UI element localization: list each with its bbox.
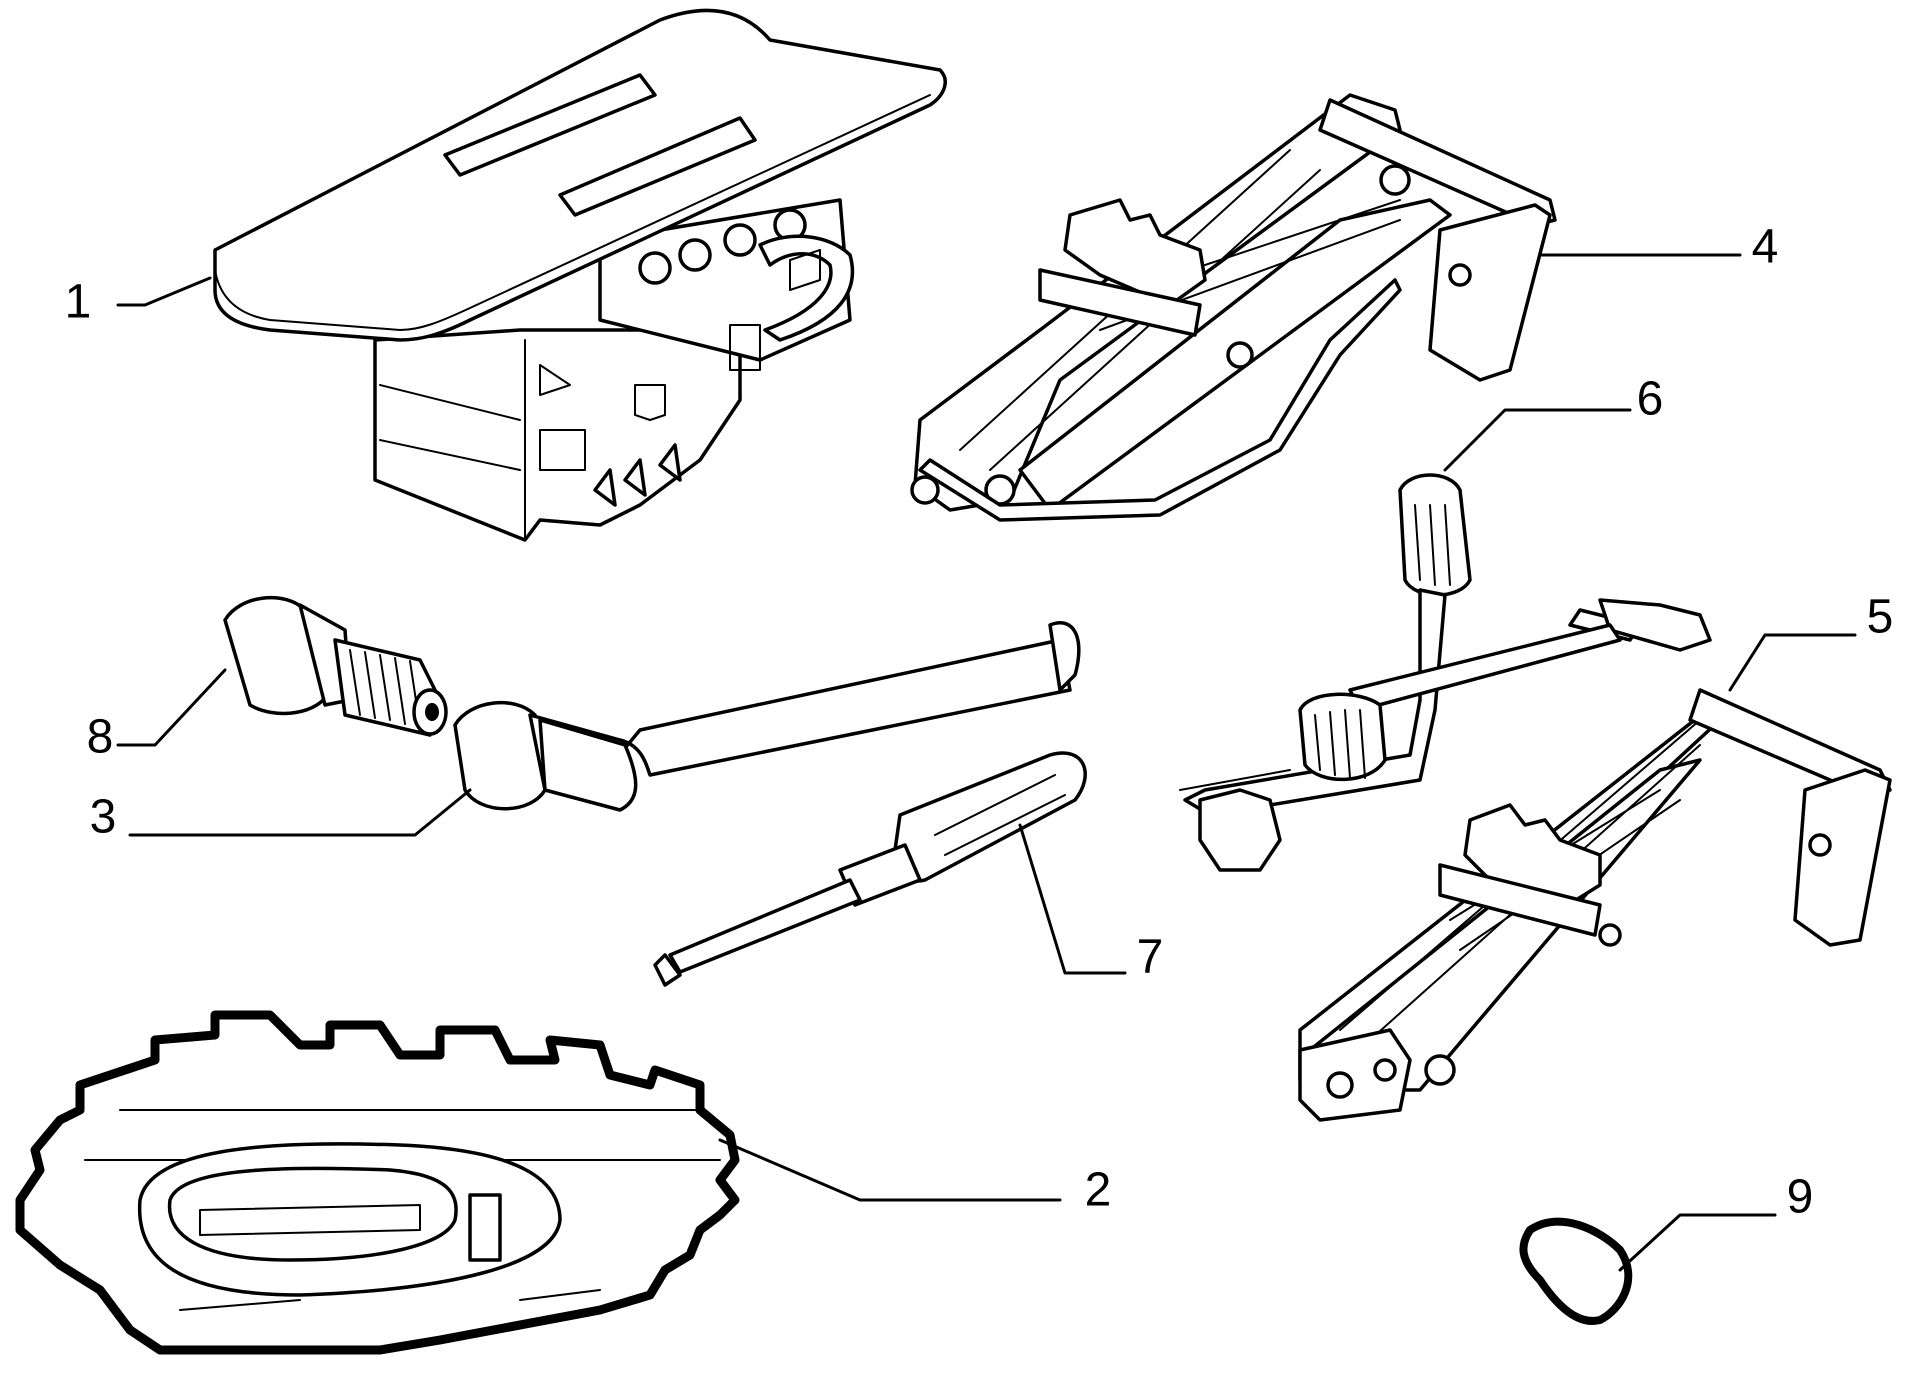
callout-5: 5 [1867,591,1894,644]
leader-3 [128,788,472,837]
callout-7: 7 [1137,931,1164,984]
callout-9: 9 [1787,1171,1814,1224]
leader-5 [1728,633,1857,692]
callout-8: 8 [87,711,114,764]
part-retaining-ring [1519,1217,1633,1325]
leader-lines [116,253,1857,1272]
leader-2 [718,1138,1062,1202]
part-scissor-jack-b [1298,688,1892,1122]
callout-4: 4 [1752,221,1779,274]
leader-6 [1443,408,1632,472]
part-scissor-jack-a [910,93,1557,522]
part-tool-tray [15,1010,740,1355]
callout-3: 3 [90,791,117,844]
callout-labels: 1 4 6 5 8 3 7 2 9 [65,221,1894,1224]
part-socket-adapter [223,596,448,737]
leader-9 [1618,1213,1777,1272]
part-screwdriver [653,751,1087,987]
leader-8 [116,668,227,747]
leader-7 [1018,823,1127,975]
callout-6: 6 [1637,373,1664,426]
part-tool-holder-tray [213,8,947,542]
callout-2: 2 [1085,1164,1112,1217]
leader-1 [116,276,212,307]
part-wheel-wrench [453,621,1081,812]
callout-1: 1 [65,276,92,329]
part-crank-handle [1179,473,1712,872]
